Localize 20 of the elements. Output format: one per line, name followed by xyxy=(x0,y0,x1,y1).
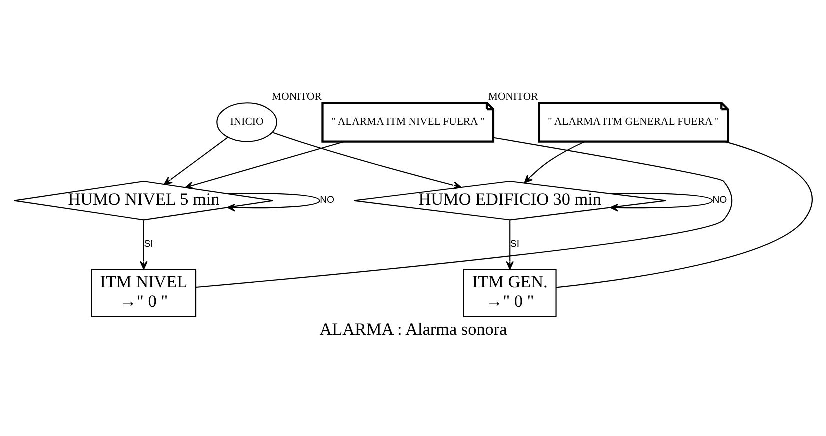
node-label: MONITOR xyxy=(488,90,538,103)
node-ellipse: INICIO xyxy=(216,102,277,142)
caption: ALARMA : Alarma sonora xyxy=(319,320,507,339)
node-box: ITM NIVEL →" 0 " xyxy=(90,269,196,318)
arrow xyxy=(226,193,320,212)
edge-label: NO xyxy=(320,195,334,206)
arrow xyxy=(272,132,462,190)
node-box: ITM GEN. →" 0 " xyxy=(462,269,556,318)
edge-label: NO xyxy=(712,195,727,206)
edge-label: SI xyxy=(144,239,153,250)
arrow xyxy=(184,141,344,190)
connector xyxy=(556,141,812,288)
connector xyxy=(196,137,732,288)
arrow xyxy=(506,220,514,270)
node-label: MONITOR xyxy=(272,90,322,103)
arrow xyxy=(163,137,228,186)
arrow xyxy=(140,220,148,270)
arrow xyxy=(610,193,712,212)
edge-label: SI xyxy=(510,239,519,250)
arrow xyxy=(524,141,585,184)
